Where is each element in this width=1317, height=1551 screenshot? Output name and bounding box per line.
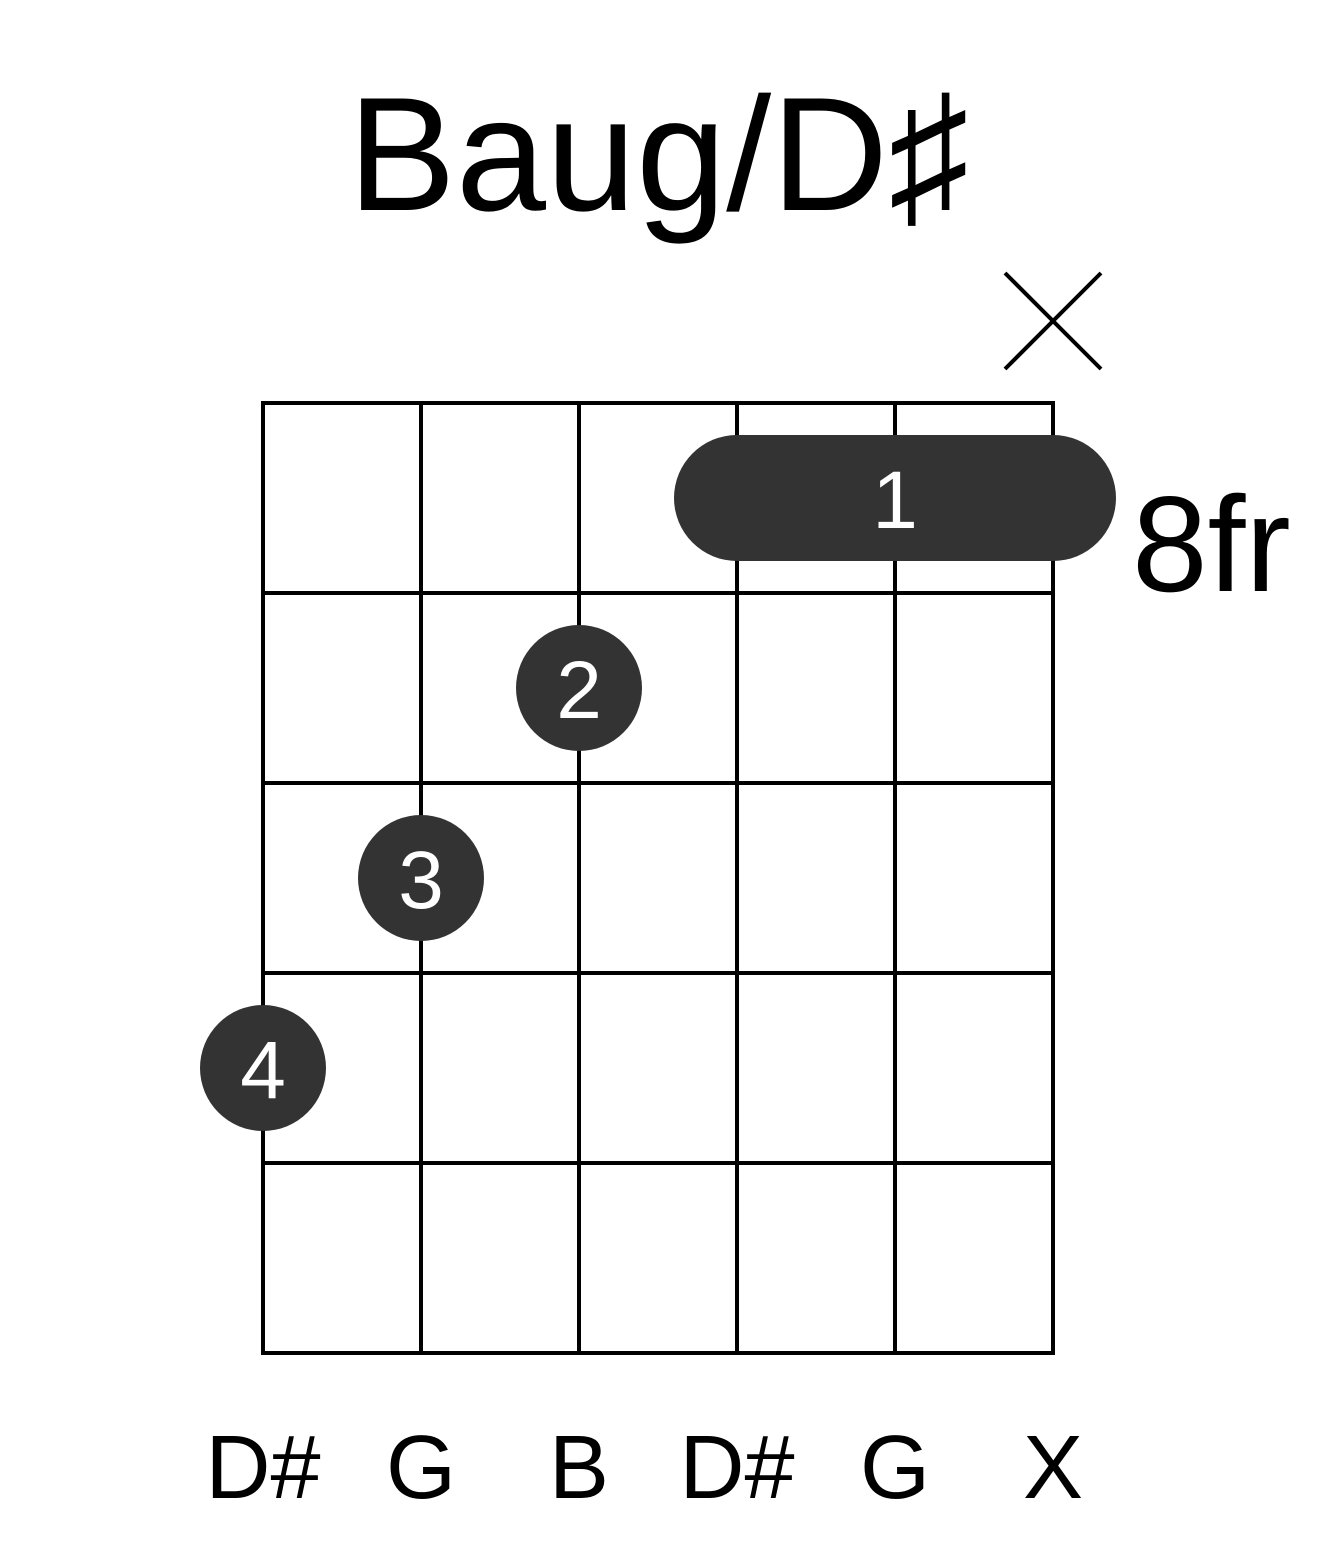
barre-bar	[674, 435, 1116, 561]
finger-number-3: 3	[398, 835, 444, 926]
string-note-2: G	[386, 1418, 456, 1518]
barre-finger-number: 1	[872, 455, 918, 546]
string-note-6: X	[1023, 1418, 1083, 1518]
muted-string-x-icon	[1003, 271, 1103, 371]
string-note-3: B	[549, 1418, 609, 1518]
string-note-4: D#	[679, 1418, 794, 1518]
barre-layer: 1	[674, 435, 1116, 561]
string-note-5: G	[860, 1418, 930, 1518]
finger-dots: 2 3 4	[200, 625, 642, 1131]
finger-dot-4	[200, 1005, 326, 1131]
chord-title: Baug/D♯	[347, 64, 970, 245]
finger-dot-3	[358, 815, 484, 941]
finger-number-2: 2	[556, 645, 602, 736]
finger-number-4: 4	[240, 1025, 286, 1116]
finger-dot-2	[516, 625, 642, 751]
string-note-1: D#	[205, 1418, 320, 1518]
fret-position-label: 8fr	[1132, 468, 1291, 620]
string-markers	[1003, 271, 1103, 371]
